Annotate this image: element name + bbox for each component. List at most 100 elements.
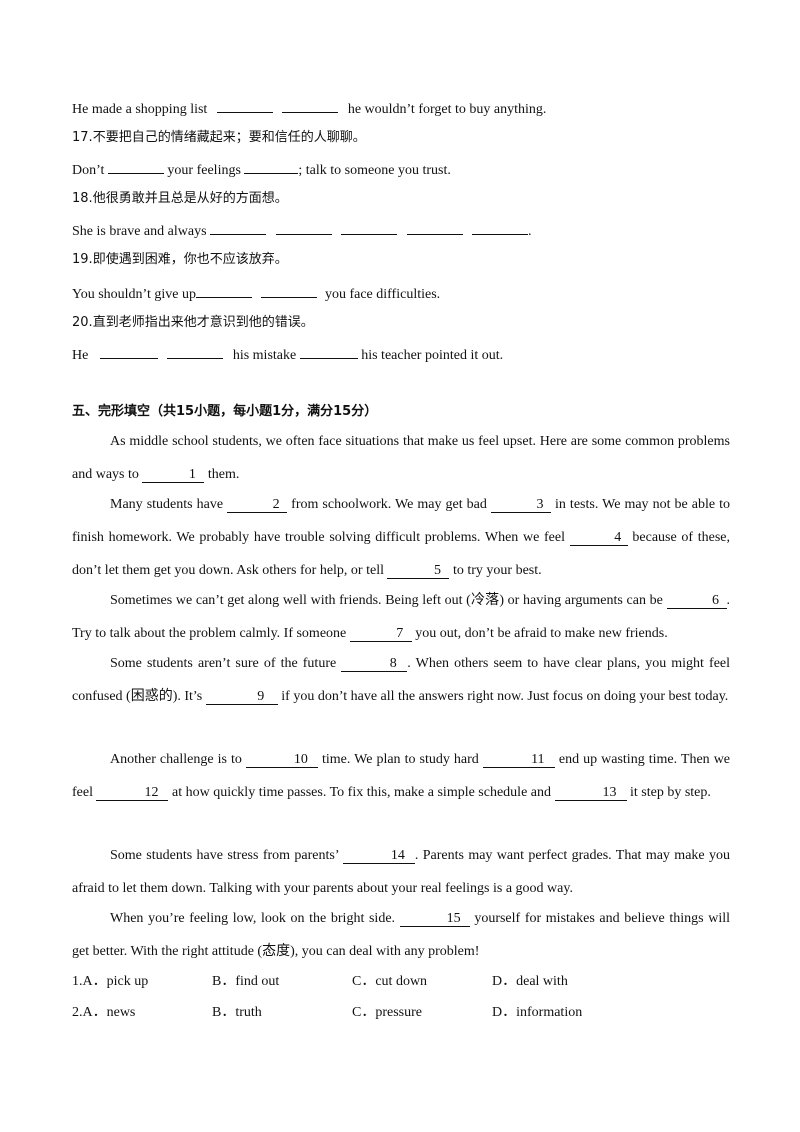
p5-text-b: time. We plan to study hard (321, 752, 479, 767)
q18-english: She is brave and always . (72, 220, 532, 241)
q16-blank-1[interactable] (216, 98, 273, 113)
p2-text-d: because of these, don’t let them get you… (72, 530, 731, 578)
q16-blank-2[interactable] (282, 98, 339, 113)
option-number: 2. (72, 1005, 83, 1020)
p7-text-b: yourself for mistakes and believe things… (72, 911, 730, 959)
q18-end: . (528, 224, 532, 239)
p4-text-c: if you don’t have all the answers right … (281, 689, 729, 704)
blank-6[interactable]: 6 (666, 593, 727, 609)
passage-paragraph-1: As middle school students, we often face… (72, 425, 730, 491)
option-2-d[interactable]: D．information (492, 1005, 583, 1020)
q20-text-b: his mistake (232, 348, 297, 363)
p6-text-a: Some students have stress from parents’ (110, 848, 339, 863)
option-2-c[interactable]: C．pressure (352, 1005, 422, 1020)
p7-text-a: When you’re feeling low, look on the bri… (110, 911, 396, 926)
q18-prompt: 18.他很勇敢并且总是从好的方面想。 (72, 190, 288, 208)
blank-4[interactable]: 4 (569, 530, 628, 546)
q17-blank-1[interactable] (107, 159, 164, 174)
q19-text-b: you face difficulties. (324, 287, 441, 302)
q17-blank-2[interactable] (244, 159, 299, 174)
q20-chinese: 直到老师指出来他才意识到他的错误。 (92, 315, 314, 330)
p1-text-a: As middle school students, we often face… (72, 434, 730, 482)
q19-prompt: 19.即使遇到困难，你也不应该放弃。 (72, 251, 288, 269)
q18-text-a: She is brave and always (72, 224, 207, 239)
q17-english: Don’t your feelings ; talk to someone yo… (72, 159, 451, 180)
p5-text-e: it step by step. (630, 785, 711, 800)
p2-text-c: in tests. We may not be able to finish h… (72, 497, 731, 545)
q19-chinese: 即使遇到困难，你也不应该放弃。 (92, 252, 288, 267)
q20-blank-2[interactable] (167, 344, 224, 359)
passage-paragraph-7: When you’re feeling low, look on the bri… (72, 902, 730, 968)
q16-line: He made a shopping list he wouldn’t forg… (72, 98, 546, 119)
q20-english: He his mistake his teacher pointed it ou… (72, 344, 503, 365)
blank-13[interactable]: 13 (554, 785, 627, 801)
blank-12[interactable]: 12 (96, 785, 169, 801)
p5-text-a: Another challenge is to (110, 752, 242, 767)
q20-prompt: 20.直到老师指出来他才意识到他的错误。 (72, 314, 314, 332)
p5-text-d: at how quickly time passes. To fix this,… (171, 785, 552, 800)
passage-paragraph-2: Many students have 2 from schoolwork. We… (72, 488, 730, 587)
blank-14[interactable]: 14 (342, 848, 415, 864)
p6-text-b: . Parents may want perfect grades. That … (72, 848, 731, 896)
q19-text-a: You shouldn’t give up (72, 287, 196, 302)
q18-blank-2[interactable] (275, 220, 332, 235)
q19-english: You shouldn’t give up you face difficult… (72, 283, 440, 304)
q20-blank-3[interactable] (299, 344, 358, 359)
option-1-b[interactable]: B．find out (212, 974, 280, 989)
p3-text-c: you out, don’t be afraid to make new fri… (415, 626, 668, 641)
p3-text-a: Sometimes we can’t get along well with f… (110, 593, 663, 608)
passage-paragraph-3: Sometimes we can’t get along well with f… (72, 584, 730, 650)
q16-suffix: he wouldn’t forget to buy anything. (347, 102, 547, 117)
p4-text-b: . When others seem to have clear plans, … (72, 656, 731, 704)
q20-number: 20. (72, 315, 93, 330)
q19-number: 19. (72, 252, 93, 267)
option-1-c[interactable]: C．cut down (352, 974, 428, 989)
q20-text-c: his teacher pointed it out. (361, 348, 504, 363)
blank-2[interactable]: 2 (227, 497, 288, 513)
option-row-1: 1.A．pick up (72, 973, 148, 991)
p2-text-b: from schoolwork. We may get bad (291, 497, 487, 512)
q17-text-b: your feelings (167, 163, 241, 178)
q17-chinese: 不要把自己的情绪藏起来；要和信任的人聊聊。 (92, 130, 366, 145)
p3-text-b: . Try to talk about the problem calmly. … (72, 593, 730, 641)
passage-paragraph-4: Some students aren’t sure of the future … (72, 647, 730, 713)
q18-number: 18. (72, 191, 93, 206)
q17-number: 17. (72, 130, 93, 145)
q17-text-a: Don’t (72, 163, 105, 178)
option-2-b[interactable]: B．truth (212, 1005, 262, 1020)
blank-15[interactable]: 15 (399, 911, 470, 927)
passage-paragraph-6: Some students have stress from parents’ … (72, 839, 730, 905)
passage-paragraph-5: Another challenge is to 10 time. We plan… (72, 743, 730, 809)
q18-blank-4[interactable] (406, 220, 463, 235)
q17-text-c: ; talk to someone you trust. (298, 163, 451, 178)
q20-blank-1[interactable] (99, 344, 158, 359)
p4-text-a: Some students aren’t sure of the future (110, 656, 337, 671)
q18-blank-3[interactable] (341, 220, 398, 235)
blank-10[interactable]: 10 (245, 752, 318, 768)
blank-11[interactable]: 11 (482, 752, 555, 768)
p2-text-e: to try your best. (452, 563, 542, 578)
q16-prefix: He made a shopping list (72, 102, 208, 117)
q19-blank-2[interactable] (261, 283, 318, 298)
option-a[interactable]: A．pick up (82, 974, 149, 989)
q19-blank-1[interactable] (195, 283, 252, 298)
blank-3[interactable]: 3 (490, 497, 551, 513)
q18-blank-1[interactable] (210, 220, 267, 235)
blank-8[interactable]: 8 (341, 656, 408, 672)
blank-9[interactable]: 9 (205, 689, 278, 705)
q17-prompt: 17.不要把自己的情绪藏起来；要和信任的人聊聊。 (72, 129, 366, 147)
option-a[interactable]: A．news (82, 1005, 136, 1020)
q18-chinese: 他很勇敢并且总是从好的方面想。 (92, 191, 288, 206)
section-title: 五、完形填空（共15小题，每小题1分，满分15分） (72, 404, 378, 419)
option-number: 1. (72, 974, 83, 989)
blank-5[interactable]: 5 (387, 563, 450, 579)
p5-text-c: end up wasting time. Then we feel (72, 752, 731, 800)
option-1-d[interactable]: D．deal with (492, 974, 568, 989)
option-row-2: 2.A．news (72, 1004, 135, 1022)
q20-text-a: He (72, 348, 89, 363)
q18-blank-5[interactable] (472, 220, 529, 235)
blank-1[interactable]: 1 (142, 467, 205, 483)
p1-text-b: them. (207, 467, 240, 482)
blank-7[interactable]: 7 (349, 626, 412, 642)
p2-text-a: Many students have (110, 497, 224, 512)
